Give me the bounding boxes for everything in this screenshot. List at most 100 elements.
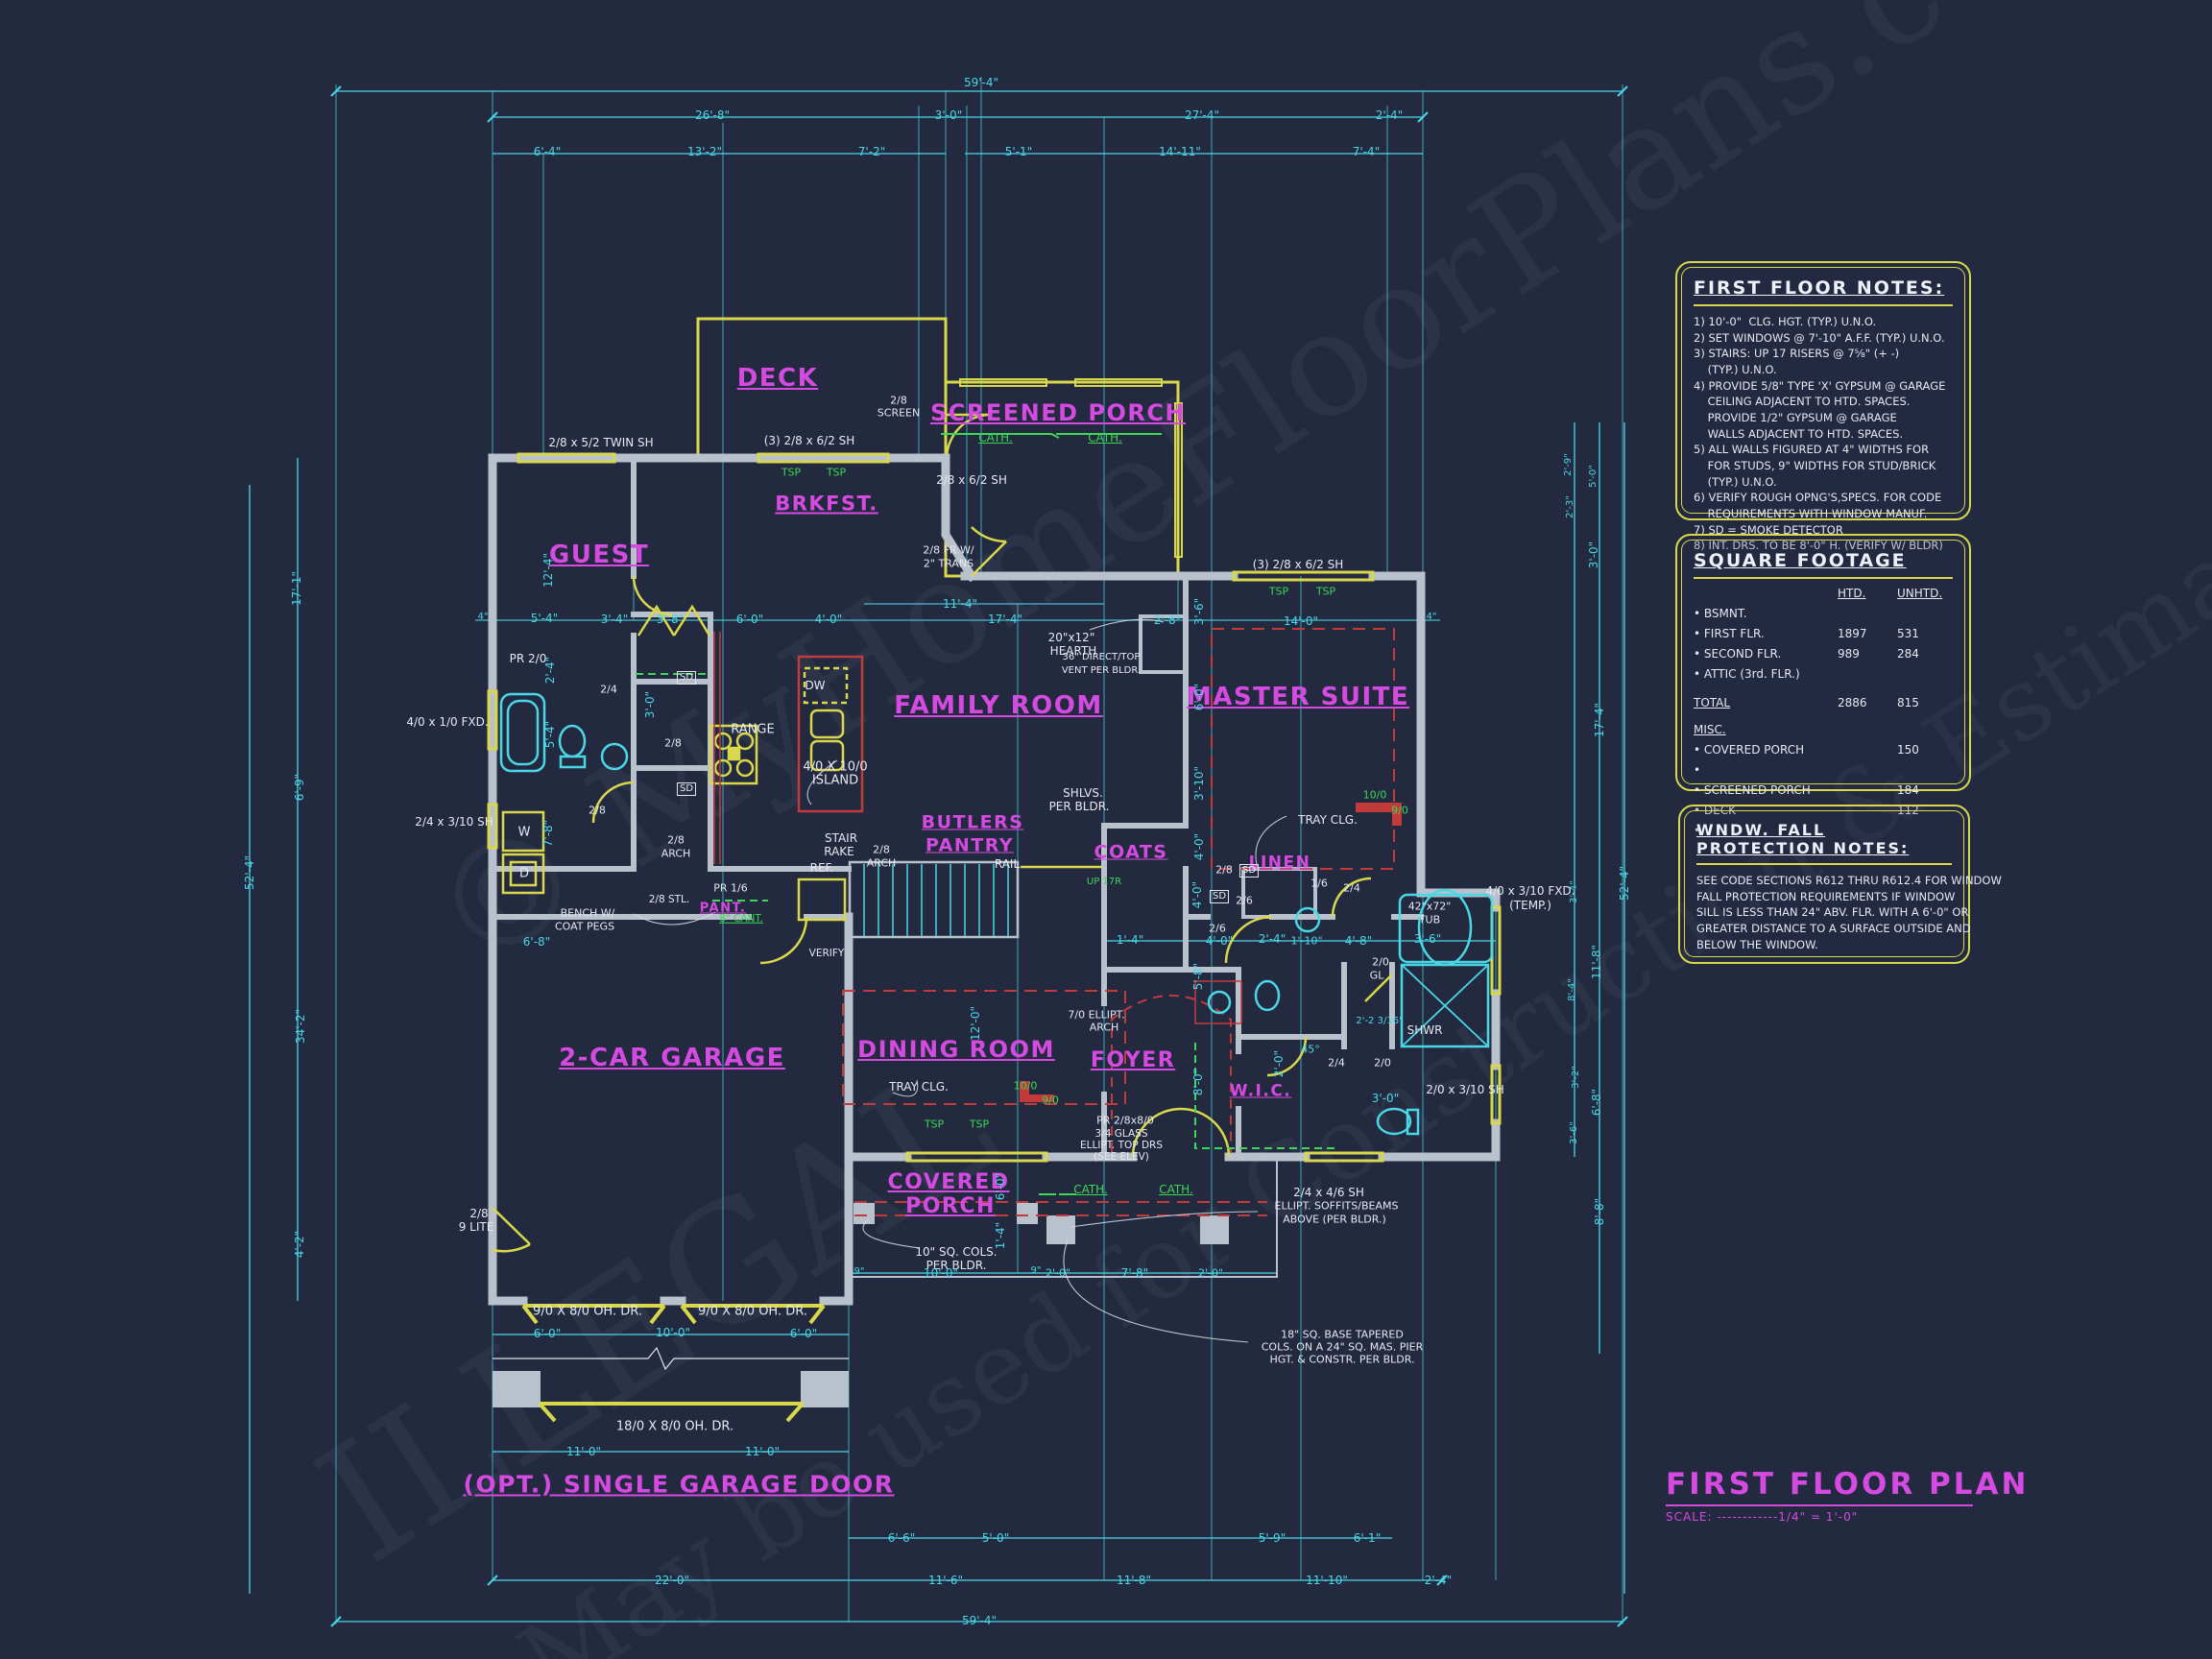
plan-label-coats: COATS xyxy=(1094,841,1168,863)
powder-toilet xyxy=(1254,979,1281,1012)
plan-label-pr-2-0: PR 2/0 xyxy=(509,652,547,665)
plan-label-9-0-x-8-0-oh-dr: 9/0 X 8/0 OH. DR. xyxy=(698,1304,807,1319)
kitchen-island xyxy=(797,655,864,813)
island-sink xyxy=(809,709,845,739)
plan-label-18-0-x-8-0-oh-dr: 18/0 X 8/0 OH. DR. xyxy=(615,1419,734,1434)
plan-label-5-4: 5'-4" xyxy=(530,612,559,625)
plan-label-island: ISLAND xyxy=(811,773,859,788)
fall-note-line: FALL PROTECTION REQUIREMENTS IF WINDOW xyxy=(1696,889,1956,903)
plan-label-8-4: 8'-4" xyxy=(1567,978,1577,1001)
plan-label-5-1: 5'-1" xyxy=(1004,145,1033,158)
plan-label-cath: CATH. xyxy=(1073,1183,1108,1196)
plan-label-6-1: 6'-1" xyxy=(1353,1531,1382,1545)
sheet-scale: SCALE: ------------1/4" = 1'-0" xyxy=(1666,1510,1859,1524)
plan-label-2-0: 2/0 xyxy=(1372,955,1389,969)
plan-label-6-0: 6'-0" xyxy=(789,1327,818,1340)
sqft-row: • ATTIC (3rd. FLR.) xyxy=(1694,664,1953,685)
window-bath-sh xyxy=(1490,1064,1502,1125)
plan-label-8-8: 8'-8" xyxy=(1593,1197,1606,1226)
guest-tub xyxy=(499,692,546,773)
plan-label-ref: REF. xyxy=(809,861,834,875)
plan-label-opt-single-garage-door: (OPT.) SINGLE GARAGE DOOR xyxy=(463,1470,895,1499)
plan-label-2-6: 2/6 xyxy=(1236,894,1253,907)
note-line: 8) INT. DRS. TO BE 8'-0" H. (VERIFY W/ B… xyxy=(1694,539,1943,553)
plan-label-22-0: 22'-0" xyxy=(654,1574,690,1587)
plan-label-4-2: 4'-2" xyxy=(293,1230,306,1259)
shower xyxy=(1400,963,1490,1048)
stair-treads xyxy=(863,864,1009,936)
sqft-total-unhtd: 815 xyxy=(1897,696,1919,709)
fall-note-line: SILL IS LESS THAN 24" ABV. FLR. WITH A 6… xyxy=(1696,905,1969,920)
plan-label-6-4: 6'-4" xyxy=(533,145,562,158)
sqft-cell: 150 xyxy=(1897,743,1919,757)
plan-label-tsp: TSP xyxy=(826,466,847,479)
plan-label-brkfst: BRKFST. xyxy=(775,492,878,516)
plan-label-11-6: 11'-6" xyxy=(927,1574,964,1587)
plan-label-coat-pegs: COAT PEGS xyxy=(554,920,615,933)
note-line: (TYP.) U.N.O. xyxy=(1694,363,1777,377)
plan-label-3-4-glass: 3/4 GLASS xyxy=(1094,1127,1148,1140)
plan-label-2-4: 2/4 xyxy=(600,683,617,696)
plan-label-45: 45° xyxy=(1301,1043,1320,1056)
window-brkfst xyxy=(757,452,890,464)
plan-label-3-6: 3'-6" xyxy=(1569,1121,1579,1144)
plan-label-covered: COVERED xyxy=(887,1170,1010,1194)
plan-label-cath: CATH. xyxy=(1159,1183,1193,1196)
dryer xyxy=(501,853,545,895)
plan-label-2-9: 2'-9" xyxy=(1563,453,1574,476)
sqft-row: • BSMNT. xyxy=(1694,604,1953,624)
note-line: 6) VERIFY ROUGH OPNG'S,SPECS. FOR CODE xyxy=(1694,491,1942,505)
master-tray-ceiling xyxy=(1211,628,1395,870)
plan-label-9: 9" xyxy=(1030,1265,1042,1276)
plan-label-42-x72: 42"x72" xyxy=(1407,900,1452,913)
sqft-cell: • xyxy=(1694,824,1701,837)
windows-dining xyxy=(905,1151,1048,1163)
plan-label-2-car-garage: 2-CAR GARAGE xyxy=(559,1044,785,1072)
plan-label-2-4-x-3-10-sh: 2/4 x 3/10 SH xyxy=(415,815,493,829)
plan-label-cath: CATH. xyxy=(1088,431,1122,445)
plan-label-14-11: 14'-11" xyxy=(1159,145,1201,158)
note-line: 3) STAIRS: UP 17 RISERS @ 7⅝" (+ -) xyxy=(1694,347,1900,361)
plan-label-4-0: 4'-0" xyxy=(1190,880,1204,909)
sqft-cell xyxy=(1897,604,1957,624)
garage-entry-door-arc xyxy=(759,916,808,965)
sqft-row: • xyxy=(1694,821,1953,841)
window-guest-twin xyxy=(517,452,616,464)
window-wic xyxy=(1304,1151,1384,1163)
note-line: 7) SD = SMOKE DETECTOR xyxy=(1694,522,1843,537)
plan-label-6-8: 6'-8" xyxy=(1590,1088,1603,1117)
plan-label-2-8: 2/8 xyxy=(873,843,890,856)
plan-label-1-4: 1'-4" xyxy=(1116,933,1144,947)
sqft-cell xyxy=(1838,781,1897,801)
tub-deck xyxy=(1398,893,1494,964)
plan-label-arch: ARCH xyxy=(866,856,897,870)
plan-label-14-0: 14'-0" xyxy=(1283,614,1319,628)
sqft-cell xyxy=(1897,664,1957,685)
plan-label-1-4: 1'-4" xyxy=(994,1221,1007,1250)
plan-label-screen: SCREEN xyxy=(877,406,921,420)
plan-label-tray-clg: TRAY CLG. xyxy=(889,1080,949,1094)
plan-label-6-0: 6'-0" xyxy=(994,1172,1007,1201)
plan-label-5-8: 5'-8" xyxy=(1191,962,1205,991)
sqft-cell: 1897 xyxy=(1838,627,1867,640)
deck-porch-frames xyxy=(696,317,1183,578)
plan-label-pant: PANT. xyxy=(699,901,747,916)
sqft-total-htd: 2886 xyxy=(1838,696,1867,709)
plan-label-6-0: 6'-0" xyxy=(1192,683,1206,711)
guest-toilet xyxy=(558,724,587,758)
wic-door-arc xyxy=(1266,1036,1308,1077)
fall-note-line: BELOW THE WINDOW. xyxy=(1696,937,1818,951)
sqft-cell: • xyxy=(1694,763,1701,777)
plan-label-3-0: 3'-0" xyxy=(643,690,657,719)
plan-label-2-8: 2/8 xyxy=(664,736,682,750)
plan-label-3-2-8-x-6-2-sh: (3) 2/8 x 6/2 SH xyxy=(763,434,855,447)
powder-vanity xyxy=(1194,980,1242,1024)
plan-label-6-6: 6'-6" xyxy=(887,1531,916,1545)
plan-label-27-4: 27'-4" xyxy=(1184,108,1220,122)
plan-label-4-0: 4'-0" xyxy=(1192,832,1206,861)
plan-label-w-i-c: W.I.C. xyxy=(1229,1081,1292,1101)
plan-label-tsp: TSP xyxy=(1268,585,1289,598)
